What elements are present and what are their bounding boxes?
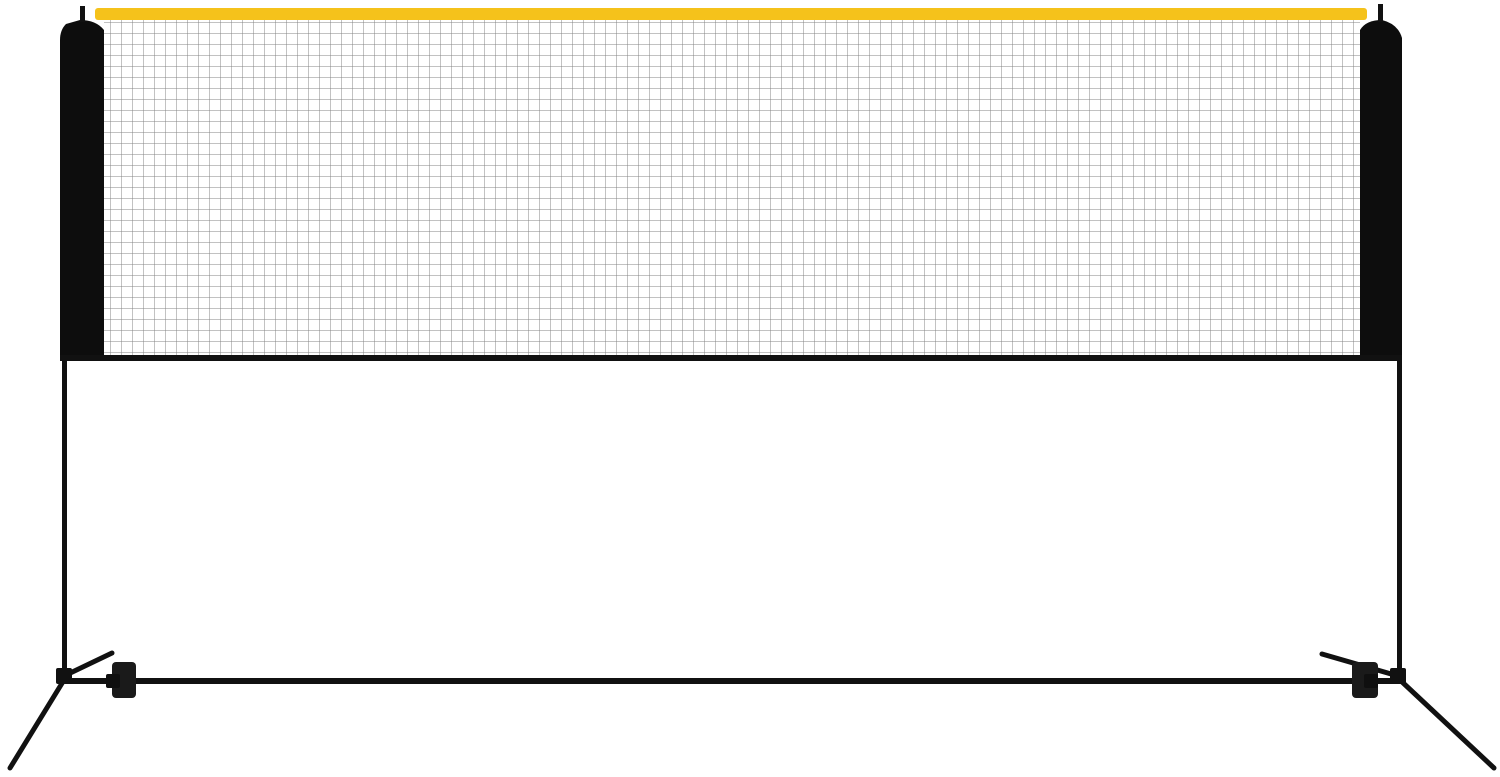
right-side-panel: [1360, 20, 1402, 355]
clamp-icon: [106, 662, 136, 698]
left-pole-top: [80, 6, 85, 22]
left-pole-base: [56, 668, 72, 684]
right-pole-base: [1390, 668, 1406, 684]
base-crossbar: [66, 678, 1401, 684]
left-side-panel: [60, 20, 104, 355]
clamp-icon: [1352, 662, 1378, 698]
left-pole: [62, 355, 67, 673]
left-front-leg: [7, 677, 67, 771]
top-band: [95, 8, 1367, 20]
net-bottom-edge: [60, 355, 1402, 361]
right-front-leg: [1397, 677, 1497, 771]
net-mesh-grid: [104, 20, 1360, 357]
right-pole-top: [1378, 4, 1383, 22]
right-pole: [1397, 355, 1402, 673]
